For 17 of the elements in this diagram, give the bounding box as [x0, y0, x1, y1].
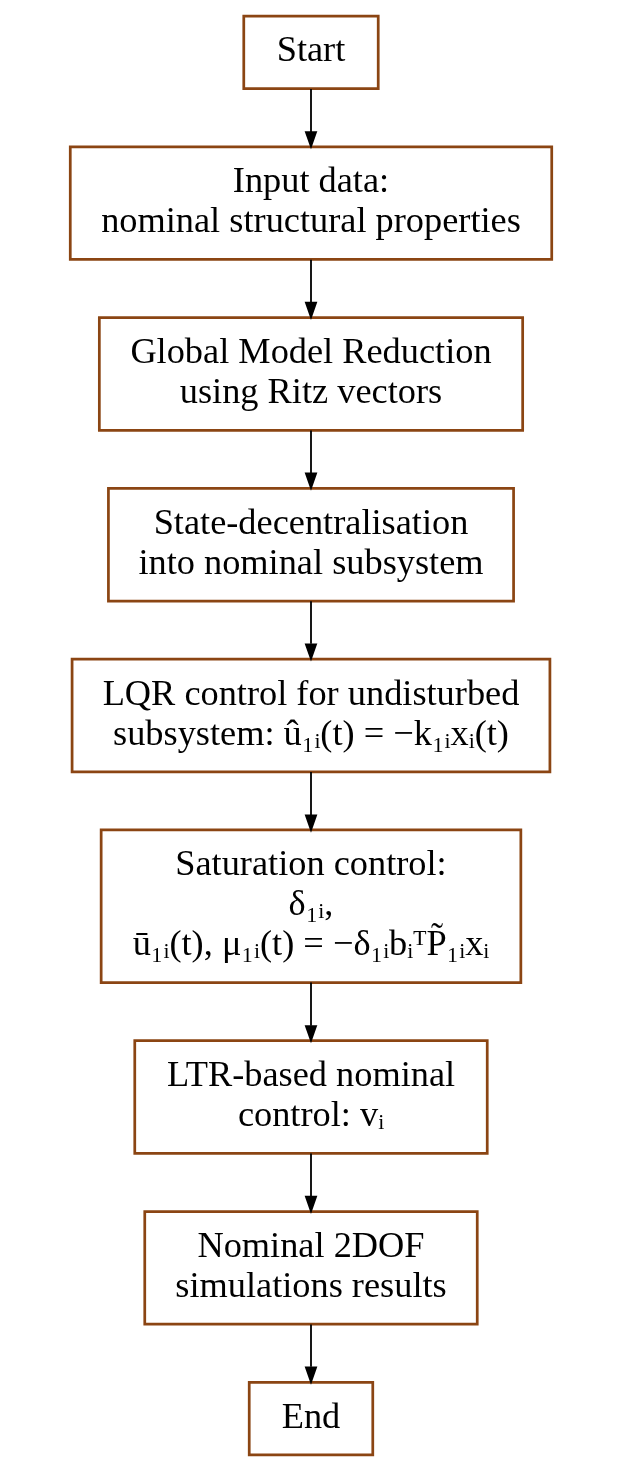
arrow — [304, 600, 318, 662]
node-box: Nominal 2DOF simulations results — [143, 1210, 479, 1326]
arrow — [304, 1152, 318, 1214]
arrow — [304, 88, 318, 150]
arrow — [304, 981, 318, 1044]
node-box: LTR-based nominal control: vᵢ — [133, 1039, 489, 1155]
node-box: Saturation control: δ₁ᵢ, ū₁ᵢ(t), μ₁ᵢ(t) = −δ₁ᵢbᵢᵀP̃₁ᵢxᵢ — [99, 828, 523, 984]
arrow — [304, 429, 318, 491]
node-box: LQR control for undisturbed subsystem: û₁ᵢ(t) = −k₁ᵢxᵢ(t) — [70, 657, 552, 774]
arrow — [304, 1323, 318, 1385]
arrow — [304, 258, 318, 321]
node-box: State-decentralisation into nominal subsystem — [107, 487, 515, 603]
node-box: Input data: nominal structural properties — [68, 145, 554, 261]
node-box: Start — [242, 14, 380, 91]
arrow — [304, 771, 318, 833]
node-box: Global Model Reduction using Ritz vectors — [97, 316, 525, 432]
node-box: End — [247, 1380, 375, 1457]
